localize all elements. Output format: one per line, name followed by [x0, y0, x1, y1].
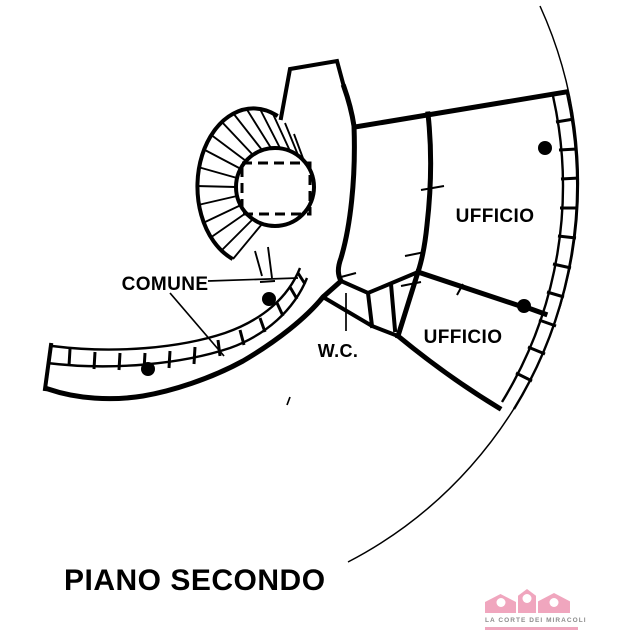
door-tick-marks [340, 185, 464, 296]
office2-bottom-wall [394, 332, 503, 412]
spiral-staircase [195, 106, 316, 283]
exterior-window-wall [500, 92, 580, 410]
wc-walls [320, 269, 421, 339]
comune-leader-line-2 [169, 292, 225, 357]
logo: LA CORTE DEI MIRACOLI [485, 589, 587, 630]
stray-mark [286, 396, 291, 406]
corridor-end-wall [42, 342, 54, 392]
stair-treads [195, 107, 305, 260]
logo-text: LA CORTE DEI MIRACOLI [485, 617, 587, 624]
column-dot [141, 362, 155, 376]
office-divider-wall [414, 268, 549, 318]
house-window-icon [496, 598, 505, 607]
corridor-window-wall [42, 267, 309, 392]
site-boundary-arc [347, 5, 580, 563]
room-label-ufficio-bottom: UFFICIO [424, 327, 503, 348]
hall-corridor-outer-wall [44, 83, 357, 402]
column-dot [538, 141, 552, 155]
office2-left-wall [394, 268, 422, 340]
room-label-ufficio-top: UFFICIO [456, 206, 535, 227]
logo-underline [485, 627, 578, 630]
column-dots [141, 141, 552, 376]
house-icon [485, 594, 516, 613]
top-exterior-wall [352, 89, 569, 130]
hall-office-partition [414, 111, 434, 276]
elevator-dashed-outline [240, 161, 312, 216]
room-label-comune: COMUNE [122, 274, 209, 295]
leader-lines [169, 277, 347, 406]
room-label-wc: W.C. [318, 341, 359, 361]
floor-title: PIANO SECONDO [64, 564, 326, 597]
house-icon [538, 593, 570, 613]
stair-bottom-tail [254, 246, 276, 283]
house-window-icon [522, 594, 532, 603]
stair-landing-stub [278, 58, 347, 121]
three-pink-houses-icon [485, 589, 579, 613]
column-dot [262, 292, 276, 306]
house-icon [518, 589, 536, 613]
column-dot [517, 299, 531, 313]
house-window-icon [549, 598, 559, 607]
comune-leader-line [207, 277, 299, 282]
